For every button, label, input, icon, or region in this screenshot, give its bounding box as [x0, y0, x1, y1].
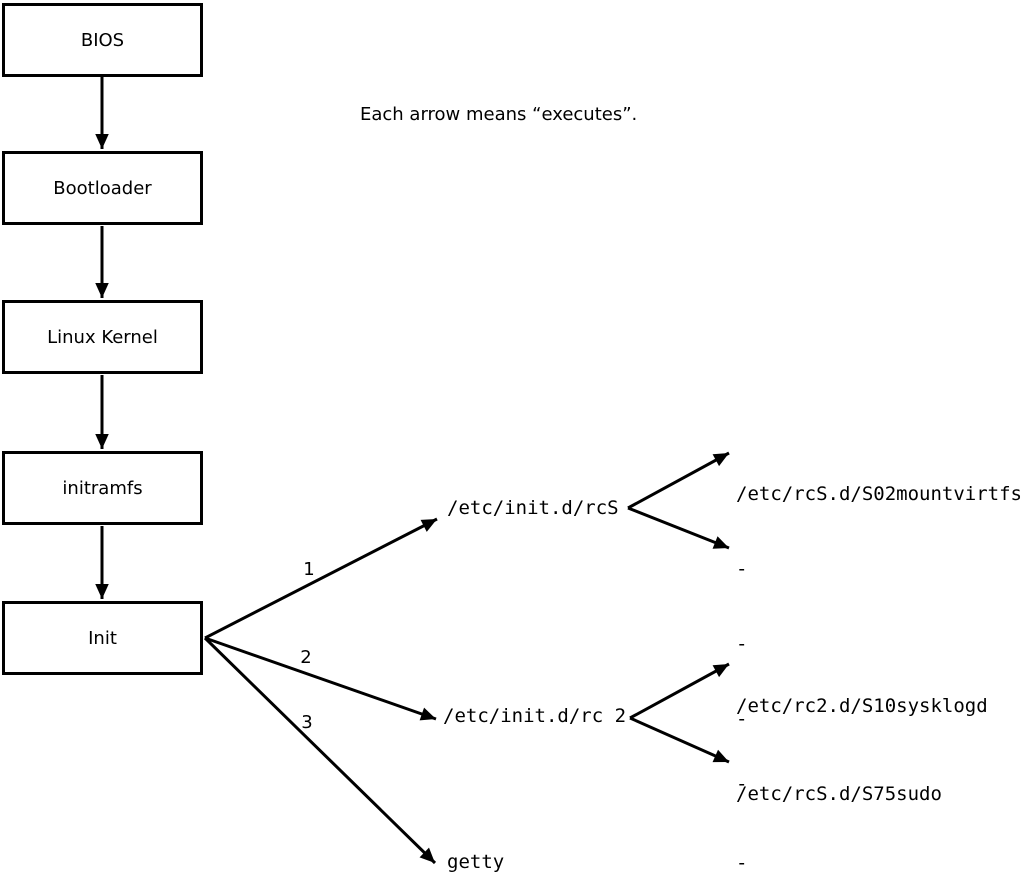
edge-label-1: 1 — [303, 559, 315, 580]
rc2-script-ellipsis-dash: - — [736, 773, 748, 796]
init-label: Init — [88, 627, 117, 649]
initramfs-label: initramfs — [62, 477, 143, 499]
rcs-path-text: /etc/init.d/rcS — [447, 497, 619, 519]
rcs-script-item: /etc/rcS.d/S02mountvirtfs — [736, 483, 1022, 505]
rcs-script-item: /etc/rcS.d/S75sudo — [736, 783, 942, 805]
bootloader-box: Bootloader — [2, 151, 203, 225]
rc2-script-item: /etc/rc2.d/S10sysklogd — [736, 694, 988, 717]
rcs-script-ellipsis-dash: - — [736, 558, 748, 580]
rcs-script-ellipsis-dash: - — [736, 633, 748, 655]
init-box: Init — [2, 601, 203, 675]
edge-label-2: 2 — [300, 647, 312, 668]
arrow-rc2-to-first-script — [629, 662, 730, 720]
bootloader-label: Bootloader — [53, 177, 152, 199]
bios-label: BIOS — [80, 29, 125, 51]
rc2-script-list: /etc/rc2.d/S10sysklogd - - - /etc/rc2.d/… — [736, 640, 988, 875]
linux-kernel-label: Linux Kernel — [47, 326, 158, 348]
edge-label-3: 3 — [301, 712, 313, 733]
getty-text: getty — [447, 851, 505, 873]
rc2-path-text: /etc/init.d/rc 2 — [443, 705, 627, 727]
arrow-init-to-getty — [203, 636, 437, 865]
arrow-rcs-to-last-script — [627, 506, 730, 550]
rcs-script-ellipsis-dash: - — [736, 708, 748, 730]
bios-box: BIOS — [2, 3, 203, 77]
rc2-script-ellipsis-dash: - — [736, 852, 748, 875]
arrow-rcs-to-first-script — [627, 451, 730, 510]
rcs-script-list: /etc/rcS.d/S02mountvirtfs - - - /etc/rcS… — [736, 432, 1022, 857]
linux-kernel-box: Linux Kernel — [2, 300, 203, 374]
arrow-rc2-to-last-script — [629, 716, 730, 764]
legend-note: Each arrow means “executes”. — [360, 104, 638, 125]
initramfs-box: initramfs — [2, 451, 203, 525]
